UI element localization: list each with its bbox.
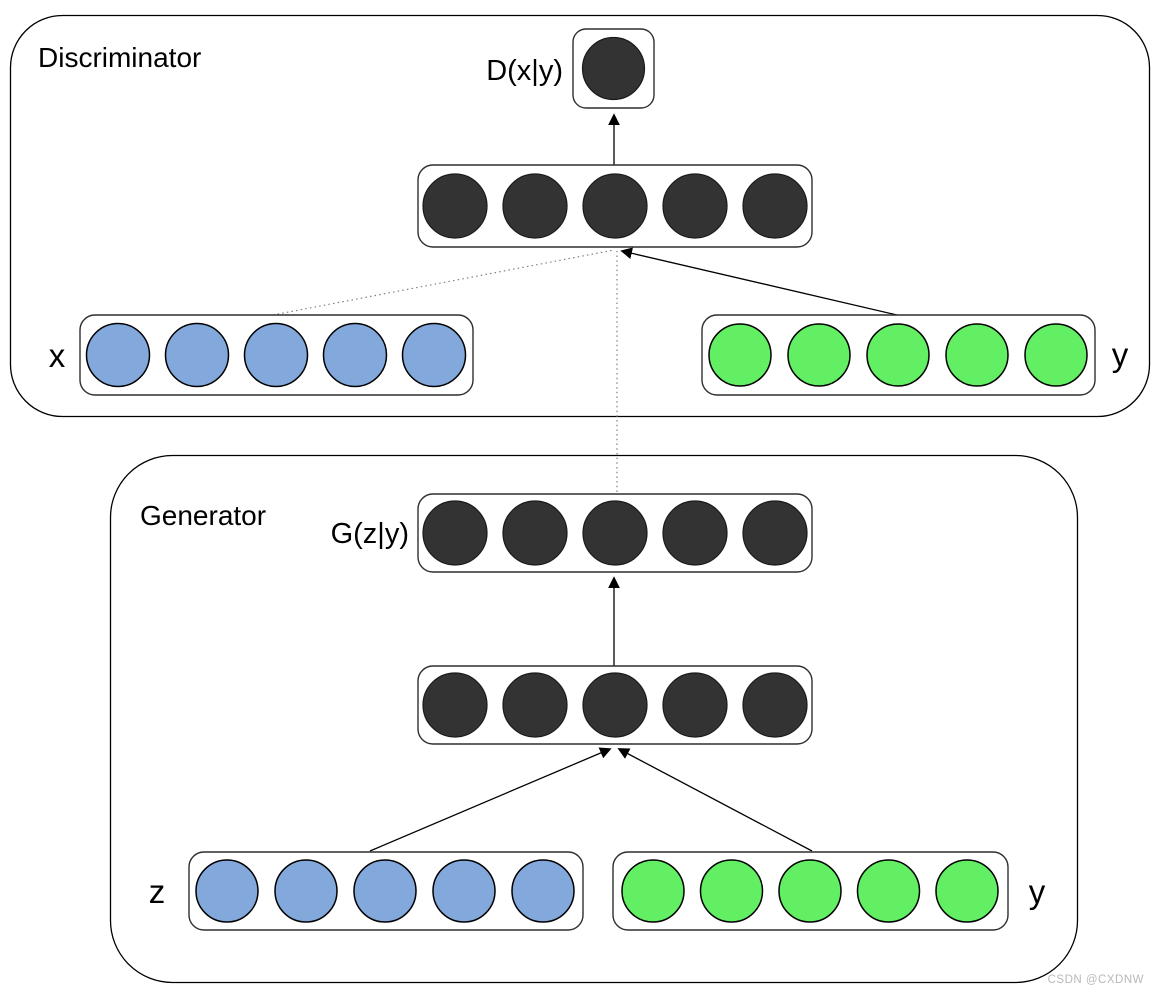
discriminator-section: Discriminator D(x|y) x: [9, 14, 1151, 492]
x-node-circle: [243, 322, 309, 388]
x-node-circle: [164, 322, 230, 388]
x-node-circle: [401, 322, 467, 388]
output-node-circle: [581, 36, 646, 101]
generator-input-y-label: y: [1029, 873, 1046, 910]
discriminator-output-label: D(x|y): [486, 55, 563, 87]
generator-hidden-layer: [417, 665, 813, 745]
output-node-circle: [582, 500, 648, 566]
z-node-circle: [195, 859, 259, 923]
discriminator-input-x-label: x: [49, 337, 66, 374]
hidden-node-circle: [662, 173, 728, 239]
y-node-circle: [866, 323, 930, 387]
watermark-text: CSDN @CXDNW: [1048, 974, 1144, 986]
x-node-circle: [322, 322, 388, 388]
z-node-circle: [432, 859, 496, 923]
hidden-node-circle: [422, 173, 488, 239]
hidden-node-circle: [662, 672, 728, 738]
generator-output-layer: [417, 493, 813, 573]
y-node-circle: [778, 859, 842, 923]
discriminator-container-box: [9, 14, 1151, 418]
y-node-circle: [1024, 323, 1088, 387]
discriminator-title: Discriminator: [38, 42, 201, 73]
y-node-circle: [708, 323, 772, 387]
edge-y-to-hidden-generator: [617, 748, 813, 852]
discriminator-output-layer: [572, 28, 655, 109]
generator-output-label: G(z|y): [331, 518, 409, 550]
dotted-edge-x-to-hidden: [272, 249, 615, 316]
hidden-node-circle: [742, 173, 808, 239]
hidden-node-circle: [582, 173, 648, 239]
discriminator-input-y-label: y: [1112, 336, 1129, 373]
z-node-circle: [353, 859, 417, 923]
y-node-circle: [935, 859, 999, 923]
edge-z-to-hidden: [369, 747, 612, 852]
generator-container-box: [109, 454, 1079, 984]
output-node-circle: [662, 500, 728, 566]
discriminator-input-x-layer: [79, 314, 474, 396]
generator-input-z-layer: [188, 851, 584, 931]
hidden-node-circle: [502, 173, 568, 239]
discriminator-hidden-layer: [417, 164, 813, 248]
y-node-circle: [787, 323, 851, 387]
output-node-circle: [742, 500, 808, 566]
y-node-circle: [699, 859, 764, 923]
y-node-circle: [621, 859, 685, 923]
y-node-circle: [856, 859, 921, 923]
hidden-node-circle: [742, 672, 808, 738]
x-node-circle: [85, 322, 151, 388]
z-node-circle: [511, 859, 575, 923]
generator-title: Generator: [140, 500, 266, 531]
generator-section: Generator G(z|y) z: [109, 454, 1079, 984]
generator-input-z-label: z: [149, 873, 166, 910]
generator-input-y-layer: [612, 851, 1009, 931]
discriminator-input-y-layer: [701, 314, 1096, 396]
y-node-circle: [945, 323, 1009, 387]
output-node-circle: [422, 500, 488, 566]
hidden-node-circle: [502, 672, 568, 738]
z-node-circle: [274, 859, 338, 923]
hidden-node-circle: [582, 672, 648, 738]
hidden-node-circle: [422, 672, 488, 738]
edge-y-to-hidden: [620, 247, 898, 316]
output-node-circle: [502, 500, 568, 566]
